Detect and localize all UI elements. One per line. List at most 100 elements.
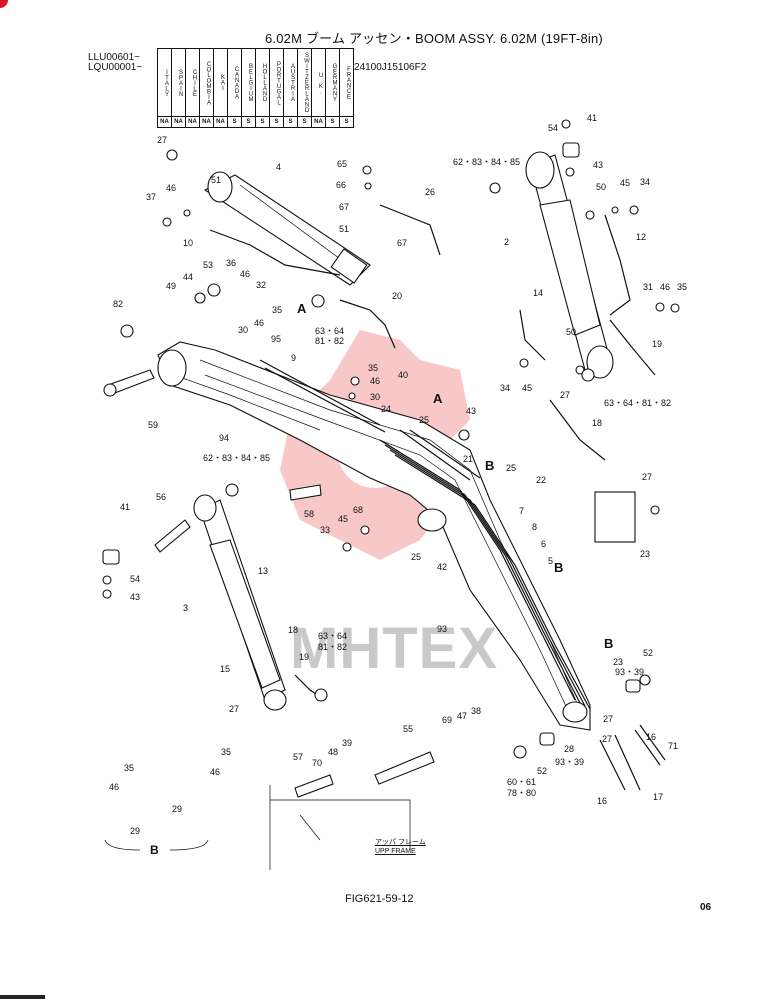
callout-label: B: [485, 458, 494, 473]
boom-body: [157, 341, 591, 731]
callout-label: 48: [328, 747, 338, 757]
callout-label: 42: [437, 562, 447, 572]
callout-label: 78・80: [507, 788, 536, 798]
callout-label: 67: [339, 202, 349, 212]
upper-frame-outline: [269, 785, 411, 870]
callout-label: 17: [653, 792, 663, 802]
callout-label: 95: [271, 334, 281, 344]
callout-label: 24: [381, 404, 391, 414]
callout-label: 46: [254, 318, 264, 328]
callout-label: 51: [339, 224, 349, 234]
country-code-cell: S: [339, 116, 354, 128]
corner-marker: [0, 0, 8, 8]
callout-label: 10: [183, 238, 193, 248]
callout-label: 37: [146, 192, 156, 202]
callout-label: 18: [288, 625, 298, 635]
callout-label: 50: [566, 327, 576, 337]
callout-label: 39: [342, 738, 352, 748]
callout-label: 45: [522, 383, 532, 393]
hardware-parts: [102, 119, 680, 759]
callout-label: 28: [564, 744, 574, 754]
callout-label: 52: [537, 766, 547, 776]
callout-label: 41: [120, 502, 130, 512]
callout-label: 35: [368, 363, 378, 373]
callout-label: 35: [677, 282, 687, 292]
callout-label: 2: [504, 237, 509, 247]
callout-label: 3: [183, 603, 188, 613]
callout-label: 46: [210, 767, 220, 777]
callout-label: 52: [643, 648, 653, 658]
callout-label: 36: [226, 258, 236, 268]
callout-label: 25: [419, 415, 429, 425]
callout-label: 81・82: [318, 642, 347, 652]
callout-label: 34: [500, 383, 510, 393]
callout-label: A: [433, 391, 443, 406]
callout-label: 55: [403, 724, 413, 734]
callout-label: 30: [370, 392, 380, 402]
callout-label: 54: [548, 123, 558, 133]
callout-label: 94: [219, 433, 229, 443]
callout-label: 57: [293, 752, 303, 762]
callout-label: 46: [660, 282, 670, 292]
callout-label: 26: [425, 187, 435, 197]
callout-label: 25: [506, 463, 516, 473]
pins: [103, 369, 435, 798]
callout-label: 43: [593, 160, 603, 170]
callout-label: 43: [130, 592, 140, 602]
callout-label: 34: [640, 177, 650, 187]
callout-label: 9: [291, 353, 296, 363]
callout-label: 68: [353, 505, 363, 515]
callout-label: 14: [533, 288, 543, 298]
callout-label: 35: [221, 747, 231, 757]
callout-label: 16: [646, 732, 656, 742]
callout-label: 46: [166, 183, 176, 193]
callout-label: 65: [337, 159, 347, 169]
callout-label: 16: [597, 796, 607, 806]
callout-label: 46: [240, 269, 250, 279]
callout-label: 53: [203, 260, 213, 270]
callout-label: 46: [370, 376, 380, 386]
callout-label: 93・39: [615, 667, 644, 677]
callout-label: 27: [560, 390, 570, 400]
callout-label: 4: [276, 162, 281, 172]
callout-label: 6: [541, 539, 546, 549]
callout-label: 23: [613, 657, 623, 667]
callout-label: 51: [211, 175, 221, 185]
callout-label: 43: [466, 406, 476, 416]
callout-label: 13: [258, 566, 268, 576]
callout-label: 66: [336, 180, 346, 190]
callout-label: 27: [157, 135, 167, 145]
callout-label: 46: [109, 782, 119, 792]
callout-label: 31: [643, 282, 653, 292]
callout-label: 29: [172, 804, 182, 814]
callout-label: 63・64: [318, 631, 347, 641]
watermark-text: MHTEX: [290, 616, 498, 681]
callout-label: 12: [636, 232, 646, 242]
callout-label: 23: [640, 549, 650, 559]
callout-label: 38: [471, 706, 481, 716]
country-cell: FRANCE: [339, 48, 354, 117]
upper-frame-label-en: UPP FRAME: [375, 848, 416, 855]
callout-label: 63・64・81・82: [604, 398, 671, 408]
callout-label: 25: [411, 552, 421, 562]
callout-label: 93: [437, 624, 447, 634]
detail-b-label: B: [150, 843, 159, 857]
callout-label: 41: [587, 113, 597, 123]
callout-label: 50: [596, 182, 606, 192]
page-number: 06: [700, 902, 712, 913]
upper-frame-label: アッパ フレーム UPP FRAME: [375, 838, 426, 856]
boom-hoses: [259, 359, 591, 710]
callout-label: 40: [398, 370, 408, 380]
callout-label: 69: [442, 715, 452, 725]
callout-label: 44: [183, 272, 193, 282]
figure-id: FIG621-59-12: [345, 893, 414, 905]
callout-label: 35: [272, 305, 282, 315]
country-code-cell: S: [283, 116, 298, 128]
country-code-cell: NA: [157, 116, 172, 128]
callout-label: 33: [320, 525, 330, 535]
callout-label: 19: [652, 339, 662, 349]
detail-b-bracket: [104, 839, 209, 851]
callout-label: 27: [642, 472, 652, 482]
